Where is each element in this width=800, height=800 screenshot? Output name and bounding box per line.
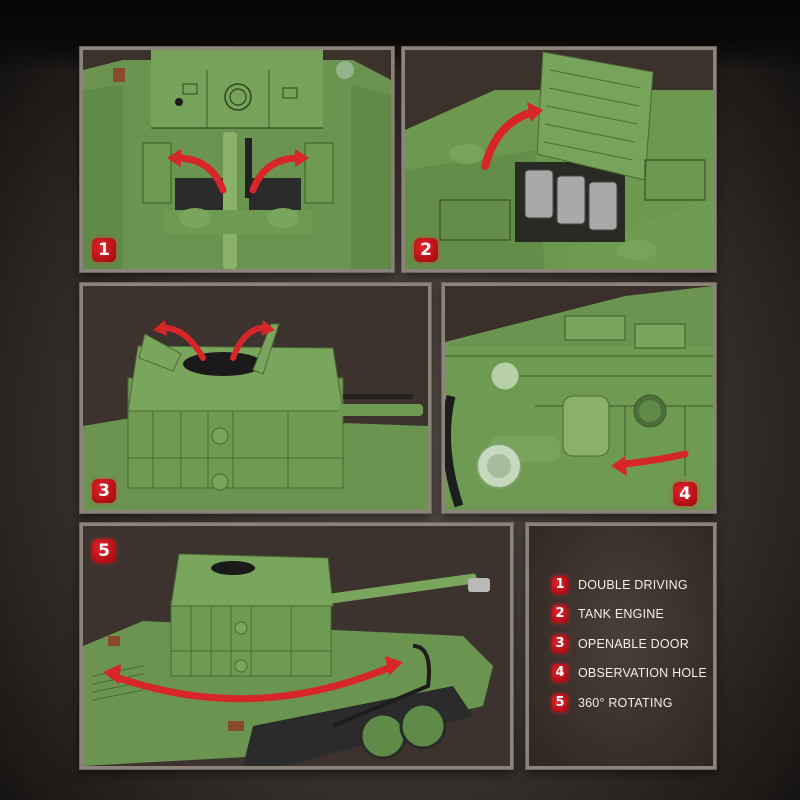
legend-number-badge: 1 (552, 575, 568, 594)
panel-badge-2: 2 (414, 238, 438, 262)
panel-badge-4: 4 (673, 482, 697, 506)
turret-hatch-image (83, 286, 428, 510)
legend-item: 1 DOUBLE DRIVING (552, 570, 722, 600)
panel-badge-5: 5 (92, 539, 116, 563)
panel-openable-door: 3 (80, 283, 431, 513)
observation-port-image (445, 286, 713, 510)
legend-label: DOUBLE DRIVING (578, 577, 688, 592)
legend-item: 3 OPENABLE DOOR (552, 629, 722, 659)
legend-number-badge: 3 (552, 634, 568, 653)
feature-legend: 1 DOUBLE DRIVING 2 TANK ENGINE 3 OPENABL… (552, 570, 722, 718)
tank-front-hatches-image (83, 50, 391, 269)
turret-rotation-image (83, 526, 510, 766)
panel-badge-1: 1 (92, 238, 116, 262)
panel-double-driving: 1 (80, 47, 394, 272)
panel-badge-3: 3 (92, 479, 116, 503)
legend-item: 4 OBSERVATION HOLE (552, 659, 722, 689)
panel-observation-hole: 4 (442, 283, 716, 513)
legend-label: 360° ROTATING (578, 695, 673, 710)
legend-item: 2 TANK ENGINE (552, 600, 722, 630)
legend-number-badge: 5 (552, 693, 568, 712)
engine-compartment-image (405, 50, 713, 269)
panel-360-rotating: 5 (80, 523, 513, 769)
legend-item: 5 360° ROTATING (552, 688, 722, 718)
panel-tank-engine: 2 (402, 47, 716, 272)
legend-label: TANK ENGINE (578, 607, 665, 622)
legend-label: OBSERVATION HOLE (578, 666, 707, 681)
legend-number-badge: 2 (552, 605, 568, 624)
legend-label: OPENABLE DOOR (578, 636, 689, 651)
legend-number-badge: 4 (552, 664, 568, 683)
